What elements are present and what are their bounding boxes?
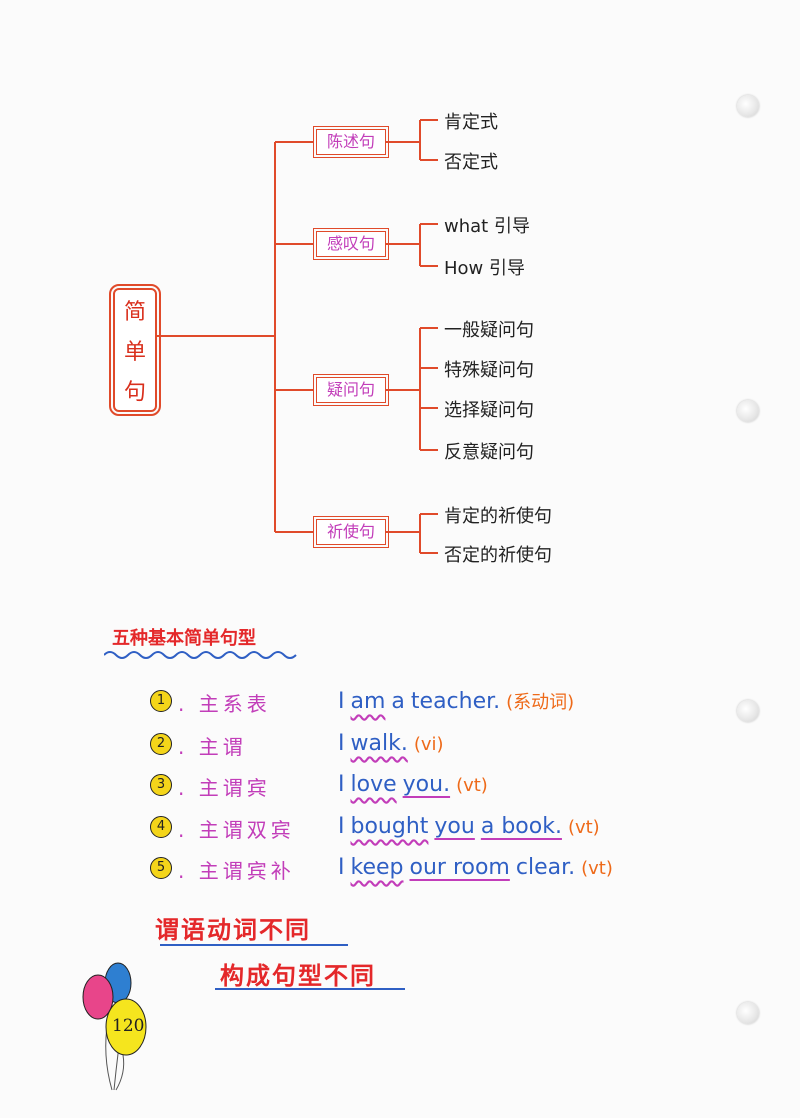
pattern-label: . 主谓	[178, 735, 247, 759]
sentence-word: I	[338, 855, 345, 880]
sentence-word: teacher.	[410, 689, 501, 714]
category-box: 祈使句	[313, 516, 389, 548]
sentence-word: a	[391, 689, 405, 714]
leaf-item: what 引导	[444, 216, 530, 237]
verb-type-note: (系动词)	[506, 692, 575, 713]
sentence-word: walk.	[350, 731, 408, 756]
verb-type-note: (vt)	[456, 775, 488, 796]
sentence-word: I	[338, 689, 345, 714]
sentence-word: our room	[409, 855, 510, 880]
conclusion-line-2: 构成句型不同	[220, 962, 376, 990]
leaf-item: 特殊疑问句	[444, 360, 534, 381]
sentence-word: love	[350, 772, 397, 797]
binder-hole	[737, 700, 759, 722]
patterns-title: 五种基本简单句型	[112, 628, 256, 649]
leaf-item: 选择疑问句	[444, 400, 534, 421]
pattern-label: . 主谓双宾	[178, 818, 295, 842]
sentence-word: bought	[350, 814, 429, 839]
number-badge: 3	[150, 774, 172, 796]
pattern-label: . 主系表	[178, 692, 271, 716]
leaf-item: 肯定的祈使句	[444, 506, 552, 527]
sentence-word: I	[338, 814, 345, 839]
sentence-word: I	[338, 772, 345, 797]
number-badge: 2	[150, 733, 172, 755]
mindmap-connectors	[153, 119, 438, 554]
verb-type-note: (vt)	[567, 817, 600, 838]
binder-hole	[737, 95, 759, 117]
conclusion-underline-1	[160, 944, 348, 946]
leaf-item: 一般疑问句	[444, 320, 534, 341]
binder-hole	[737, 400, 759, 422]
conclusion-line-1: 谓语动词不同	[155, 916, 311, 944]
leaf-item: 反意疑问句	[444, 442, 534, 463]
verb-type-note: (vt)	[581, 858, 613, 879]
mindmap-root: 简单句	[109, 284, 161, 416]
conclusion-underline-2	[215, 988, 405, 990]
sentence-word: clear.	[515, 855, 576, 880]
number-badge: 1	[150, 690, 172, 712]
number-badge: 5	[150, 857, 172, 879]
pattern-label: . 主谓宾	[178, 776, 271, 800]
number-badge: 4	[150, 816, 172, 838]
category-box: 疑问句	[313, 374, 389, 406]
category-box: 陈述句	[313, 126, 389, 158]
binder-hole	[737, 1002, 759, 1024]
sentence-word: am	[350, 689, 386, 714]
title-wavy-underline	[104, 651, 297, 659]
leaf-item: 否定的祈使句	[444, 545, 552, 566]
pattern-label: . 主谓宾补	[178, 859, 295, 883]
root-char: 简	[123, 300, 146, 325]
category-box: 感叹句	[313, 228, 389, 260]
root-char: 单	[123, 340, 146, 365]
verb-type-note: (vi)	[413, 734, 444, 755]
leaf-item: 肯定式	[444, 112, 498, 133]
page-number: 120	[112, 1016, 145, 1036]
sentence-word: you.	[402, 772, 451, 797]
leaf-item: How 引导	[444, 258, 525, 279]
sentence-word: keep	[350, 855, 404, 880]
root-char: 句	[123, 380, 146, 405]
sentence-word: a book.	[480, 814, 562, 839]
sentence-word: you	[434, 814, 475, 839]
leaf-item: 否定式	[444, 152, 498, 173]
sentence-word: I	[338, 731, 345, 756]
balloons-icon	[82, 962, 147, 1091]
